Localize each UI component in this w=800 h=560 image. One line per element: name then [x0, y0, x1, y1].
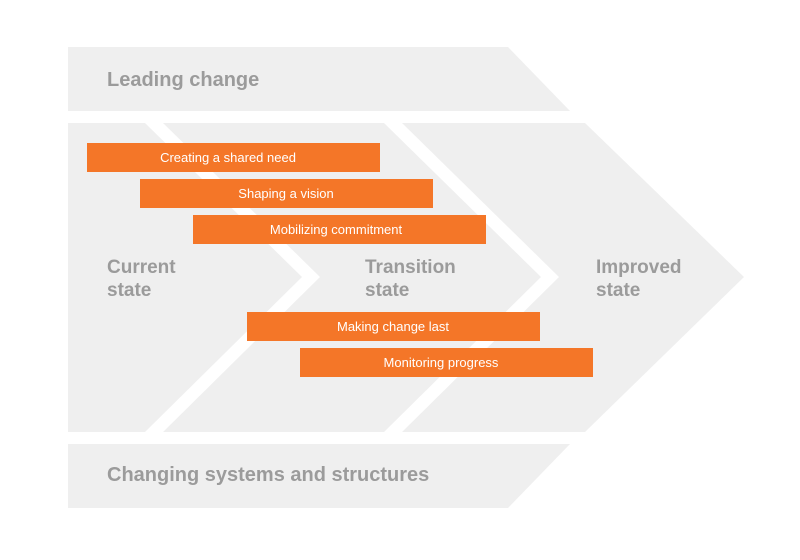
activity-label-change-last: Making change last — [337, 319, 449, 334]
activity-bar-commitment — [193, 215, 486, 244]
current-state-label: Current state — [107, 257, 181, 301]
activity-bar-vision — [140, 179, 433, 208]
current-state-chevron — [68, 123, 302, 432]
activity-label-vision: Shaping a vision — [238, 186, 333, 201]
activity-label-commitment: Mobilizing commitment — [270, 222, 403, 237]
transition-state-line2: state — [365, 280, 409, 301]
activity-bar-monitoring — [300, 348, 593, 377]
leading-change-label: Leading change — [107, 69, 259, 91]
improved-state-label: Improved state — [596, 257, 687, 301]
transition-state-label: Transition state — [365, 257, 461, 301]
improved-state-line2: state — [596, 280, 640, 301]
activity-label-shared-need: Creating a shared need — [160, 150, 296, 165]
transition-state-line1: Transition — [365, 257, 456, 278]
activity-label-monitoring: Monitoring progress — [384, 355, 499, 370]
activity-bar-shared-need — [87, 143, 380, 172]
systems-structures-band — [68, 444, 570, 508]
systems-structures-label: Changing systems and structures — [107, 464, 429, 486]
activity-bar-change-last — [247, 312, 540, 341]
improved-state-line1: Improved — [596, 257, 682, 278]
leading-change-band — [68, 47, 570, 111]
current-state-line1: Current — [107, 257, 176, 278]
current-state-line2: state — [107, 280, 151, 301]
